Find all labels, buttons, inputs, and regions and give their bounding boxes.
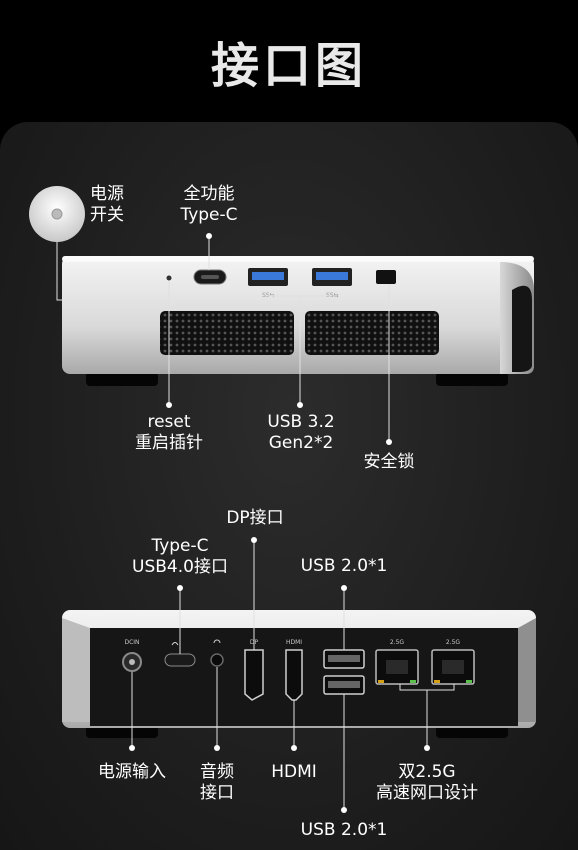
dcin-mark: DCIN [124, 639, 139, 646]
front-leader-dots [166, 233, 392, 445]
header [0, 0, 578, 120]
back-leader-lines [131, 540, 455, 810]
usb20-top-label: USB 2.0*1 [300, 556, 388, 576]
hdmi-mark: HDMI [286, 639, 302, 646]
audio-label: 音频 接口 [200, 762, 234, 803]
dp-label: DP接口 [226, 508, 284, 528]
headphone-icon [213, 639, 221, 644]
lan-label: 双2.5G 高速网口设计 [376, 762, 478, 803]
usb20-bottom-label: USB 2.0*1 [300, 820, 388, 840]
reset-label: reset 重启插针 [135, 412, 203, 453]
usb-port-mark-right: SS⇆ [326, 292, 339, 299]
back-device [62, 610, 536, 738]
type-c-usb4-label: Type-C USB4.0接口 [132, 536, 228, 577]
page-title: 接口图 [210, 38, 367, 94]
front-device [62, 256, 534, 386]
thunderbolt-icon [171, 642, 179, 646]
power-input-label: 电源输入 [98, 762, 166, 782]
back-icons [171, 639, 221, 646]
hdmi-label: HDMI [271, 762, 317, 782]
power-switch-label: 电源 开关 [90, 184, 124, 225]
security-lock-label: 安全锁 [363, 452, 415, 472]
type-c-full-label: 全功能 Type-C [180, 184, 238, 225]
lan1-mark: 2.5G [390, 639, 405, 646]
usb32-label: USB 3.2 Gen2*2 [267, 412, 335, 453]
lan2-mark: 2.5G [446, 639, 461, 646]
front-leader-lines [56, 236, 390, 442]
back-leader-dots [129, 537, 430, 813]
power-switch-icon [29, 186, 85, 242]
